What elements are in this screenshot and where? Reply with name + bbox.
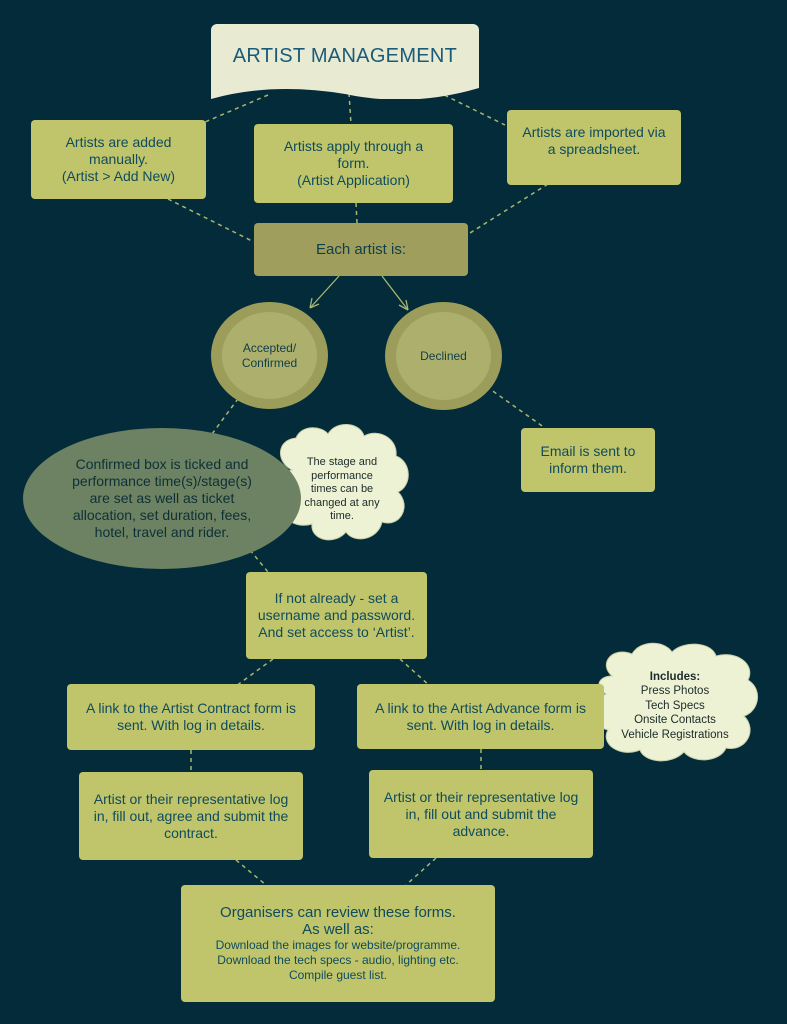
arrowhead-accepted	[309, 297, 320, 309]
contract-link-line-1: A link to the Artist Contract form is	[85, 700, 297, 716]
username-line-1: If not already - set a	[274, 590, 399, 606]
connector-ellipse-username	[249, 549, 269, 573]
connector-title-manual	[204, 94, 269, 123]
import-entry-box: Artists are imported via a spreadsheet.	[507, 110, 681, 185]
title-banner: ARTIST MANAGEMENT	[211, 24, 479, 99]
confirmed-line-1: Confirmed box is ticked and	[75, 456, 249, 472]
stage-note-line-2: performance	[311, 469, 373, 482]
stage-note-cloud	[275, 424, 409, 541]
manual-entry-box: Artists are added manually. (Artist > Ad…	[31, 120, 206, 199]
contract-submit-line-3: contract.	[164, 824, 218, 841]
declined-circle-inner: Declined	[396, 312, 491, 400]
organisers-line-1: Organisers can review these forms.	[220, 904, 456, 921]
accepted-line-1: Accepted/	[242, 340, 297, 355]
accepted-circle: Accepted/ Confirmed	[211, 302, 328, 409]
connector-manual-each	[167, 198, 255, 243]
contract-link-line-2: sent. With log in details.	[117, 717, 265, 733]
stage-note: The stage and performance times can be c…	[288, 450, 396, 530]
contract-submit-line-1: Artist or their representative log	[93, 790, 289, 807]
advance-link-box: A link to the Artist Advance form is sen…	[357, 684, 604, 749]
manual-line-1: Artists are added	[65, 134, 172, 150]
connector-title-import	[429, 87, 506, 126]
manual-line-3: (Artist > Add New)	[61, 168, 176, 184]
organisers-detail: Compile guest list.	[288, 968, 388, 982]
diagram-title: ARTIST MANAGEMENT	[232, 45, 458, 67]
includes-item: Onsite Contacts	[634, 714, 716, 727]
form-entry-box: Artists apply through a form. (Artist Ap…	[254, 124, 453, 203]
import-line-2: a spreadsheet.	[547, 140, 641, 157]
stage-note-line-4: changed at any	[304, 496, 380, 509]
contract-submit-box: Artist or their representative log in, f…	[79, 772, 303, 860]
organisers-detail: Download the images for website/programm…	[215, 938, 461, 952]
advance-submit-line-2: in, fill out and submit the	[405, 805, 557, 822]
arrow-to-declined	[381, 275, 409, 311]
advance-submit-box: Artist or their representative log in, f…	[369, 770, 593, 858]
form-line-3: (Artist Application)	[297, 172, 410, 188]
accepted-circle-inner: Accepted/ Confirmed	[222, 312, 317, 399]
confirmed-line-4: allocation, set duration, fees,	[72, 507, 252, 523]
confirmed-line-5: hotel, travel and rider.	[94, 524, 230, 540]
includes-item: Vehicle Registrations	[621, 728, 729, 741]
contract-submit-line-2: in, fill out, agree and submit the	[93, 807, 289, 824]
connector-title-form	[348, 92, 352, 125]
arrow-to-accepted	[309, 275, 340, 309]
confirmed-line-2: performance time(s)/stage(s)	[72, 473, 252, 489]
organisers-box: Organisers can review these forms. As we…	[181, 885, 495, 1002]
connector-username-contract	[235, 658, 274, 687]
arrowhead-declined	[398, 299, 409, 311]
connector-import-each	[469, 183, 549, 234]
email-line-1: Email is sent to	[540, 443, 636, 459]
includes-cloud	[593, 642, 758, 762]
connector-declined-email	[479, 381, 546, 429]
username-line-2: username and password.	[257, 607, 416, 623]
stage-note-line-5: time.	[330, 510, 354, 523]
form-line-1: Artists apply through a	[283, 138, 424, 154]
connector-advance-organisers	[405, 857, 437, 886]
stage-note-line-3: times can be	[310, 483, 374, 496]
connector-contract-organisers	[235, 859, 267, 886]
advance-submit-line-1: Artist or their representative log	[383, 788, 579, 805]
each-artist-box: Each artist is:	[254, 223, 468, 276]
advance-link-line-2: sent. With log in details.	[406, 716, 555, 733]
confirmed-ellipse: Confirmed box is ticked and performance …	[23, 428, 301, 569]
advance-link-line-1: A link to the Artist Advance form is	[375, 699, 586, 716]
declined-circle: Declined	[385, 302, 502, 410]
includes-item: Tech Specs	[645, 699, 705, 712]
includes-heading: Includes:	[649, 670, 701, 683]
accepted-line-2: Confirmed	[241, 355, 298, 370]
confirmed-line-3: are set as well as ticket	[89, 490, 235, 506]
stage-note-line-1: The stage and	[306, 456, 378, 469]
advance-submit-line-3: advance.	[452, 822, 510, 839]
includes-note: Includes: Press Photos Tech Specs Onsite…	[606, 664, 744, 748]
contract-link-box: A link to the Artist Contract form is se…	[67, 684, 315, 750]
username-box: If not already - set a username and pass…	[246, 572, 427, 659]
organisers-detail: Download the tech specs - audio, lightin…	[217, 953, 459, 967]
each-artist-label: Each artist is:	[315, 241, 407, 258]
connector-form-each	[355, 202, 358, 224]
organisers-line-2: As well as:	[302, 921, 374, 938]
username-line-3: And set access to ‘Artist’.	[258, 624, 415, 640]
form-line-2: form.	[337, 155, 370, 171]
email-box: Email is sent to inform them.	[521, 428, 655, 492]
import-line-1: Artists are imported via	[522, 123, 666, 140]
manual-line-2: manually.	[89, 151, 148, 167]
connector-username-advance	[399, 658, 431, 687]
includes-item: Press Photos	[640, 685, 710, 698]
email-line-2: inform them.	[549, 460, 627, 476]
declined-label: Declined	[420, 348, 467, 363]
